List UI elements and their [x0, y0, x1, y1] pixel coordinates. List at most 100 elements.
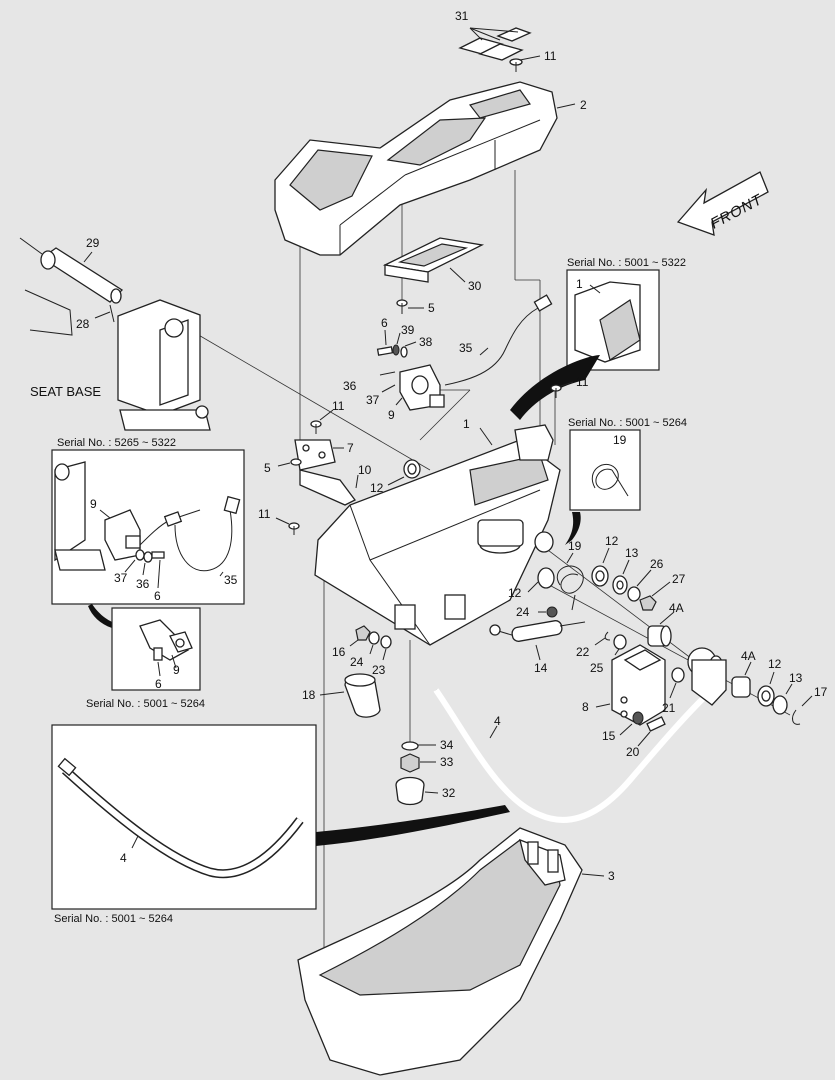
switch-bracket-9 [399, 364, 445, 411]
nut-27 [639, 595, 657, 611]
label-14: 14 [534, 661, 548, 675]
washer-12-left [403, 459, 421, 479]
washer-38 [400, 346, 408, 358]
label-12-left: 12 [370, 481, 384, 495]
label-12-b: 12 [508, 586, 522, 600]
washer-23 [380, 635, 392, 649]
label-5-left: 5 [264, 461, 271, 475]
clip-22 [604, 631, 611, 641]
inset-left [51, 449, 245, 605]
screw-11-left [310, 420, 322, 434]
label-6-inset: 6 [154, 589, 161, 603]
label-13-b: 13 [789, 671, 803, 685]
label-33: 33 [440, 755, 454, 769]
torsion-spring-19 [557, 565, 584, 611]
label-24-left: 24 [350, 655, 364, 669]
label-37-inset: 37 [114, 571, 128, 585]
label-12-a: 12 [605, 534, 619, 548]
washer-12-c [757, 685, 775, 707]
pin-29 [19, 237, 124, 304]
label-3: 3 [608, 869, 615, 883]
bolt-6-upper [376, 346, 394, 356]
label-11-right: 11 [576, 375, 589, 389]
inset-spring [569, 429, 641, 511]
label-25: 25 [590, 661, 604, 675]
label-1-inset: 1 [576, 277, 583, 291]
label-20: 20 [626, 745, 640, 759]
label-4A-b: 4A [741, 649, 756, 663]
bracket-7 [294, 439, 336, 471]
label-35-inset: 35 [224, 573, 238, 587]
lift-bar-4 [433, 659, 727, 823]
washer-12-b [537, 567, 555, 589]
label-22: 22 [576, 645, 590, 659]
label-24-right: 24 [516, 605, 530, 619]
washer-15 [632, 711, 644, 725]
washer-34 [401, 741, 419, 751]
washer-24-left [368, 631, 380, 645]
label-15: 15 [602, 729, 616, 743]
bushing-4A-a [647, 625, 672, 647]
label-9-bracket: 9 [173, 663, 180, 677]
label-1: 1 [463, 417, 470, 431]
bolt-20 [646, 716, 666, 732]
screw-11-top [509, 58, 523, 72]
label-11-top: 11 [544, 49, 557, 63]
label-11-lower-left: 11 [258, 507, 271, 521]
washer-13-a [612, 575, 628, 595]
washer-12-a [591, 565, 609, 587]
label-19: 19 [568, 539, 582, 553]
label-39: 39 [401, 323, 415, 337]
inset-bracket [111, 607, 201, 691]
label-36: 36 [343, 379, 357, 393]
label-2: 2 [580, 98, 587, 112]
label-16: 16 [332, 645, 346, 659]
nut-33 [400, 753, 420, 773]
inset-bracket-caption: Serial No. : 5001 ~ 5264 [86, 698, 205, 710]
clip-17 [792, 709, 801, 725]
screw-11-lower-left [288, 522, 300, 535]
washer-26 [627, 586, 641, 602]
label-18: 18 [302, 688, 316, 702]
label-30: 30 [468, 279, 482, 293]
label-4A-a: 4A [669, 601, 684, 615]
label-6-bracket: 6 [155, 677, 162, 691]
label-29: 29 [86, 236, 100, 250]
label-6-upper: 6 [381, 316, 388, 330]
label-19-inset: 19 [613, 433, 627, 447]
label-9: 9 [388, 408, 395, 422]
label-36-inset: 36 [136, 577, 150, 591]
stopper-32 [395, 776, 425, 806]
label-34: 34 [440, 738, 454, 752]
label-31: 31 [455, 9, 469, 23]
bushing-21 [671, 667, 685, 683]
label-4-inset: 4 [120, 851, 127, 865]
label-9-inset: 9 [90, 497, 97, 511]
label-13-a: 13 [625, 546, 639, 560]
bracket-8 [611, 644, 666, 726]
inset-spring-caption: Serial No. : 5001 ~ 5264 [568, 417, 687, 429]
label-11-left: 11 [332, 399, 345, 413]
gas-spring-14 [489, 620, 586, 642]
front-direction-arrow: FRONT [676, 171, 769, 236]
label-12-c: 12 [768, 657, 782, 671]
inset-bottom-left [51, 724, 317, 910]
label-38: 38 [419, 335, 433, 349]
label-37: 37 [366, 393, 380, 407]
bracket-30 [382, 237, 485, 283]
label-4: 4 [494, 714, 501, 728]
washer-25 [613, 634, 627, 650]
screw-5-left [290, 458, 302, 466]
knob-18 [344, 673, 381, 718]
label-21: 21 [662, 701, 676, 715]
console-cover-2 [274, 81, 558, 256]
nut-24-right [546, 606, 558, 618]
inset-top-right-caption: Serial No. : 5001 ~ 5322 [567, 257, 686, 269]
screw-5-upper [396, 299, 408, 314]
bushing-4A-b [731, 676, 751, 698]
label-27: 27 [672, 572, 686, 586]
label-8: 8 [582, 700, 589, 714]
screw-11-right [550, 384, 562, 398]
label-26: 26 [650, 557, 664, 571]
